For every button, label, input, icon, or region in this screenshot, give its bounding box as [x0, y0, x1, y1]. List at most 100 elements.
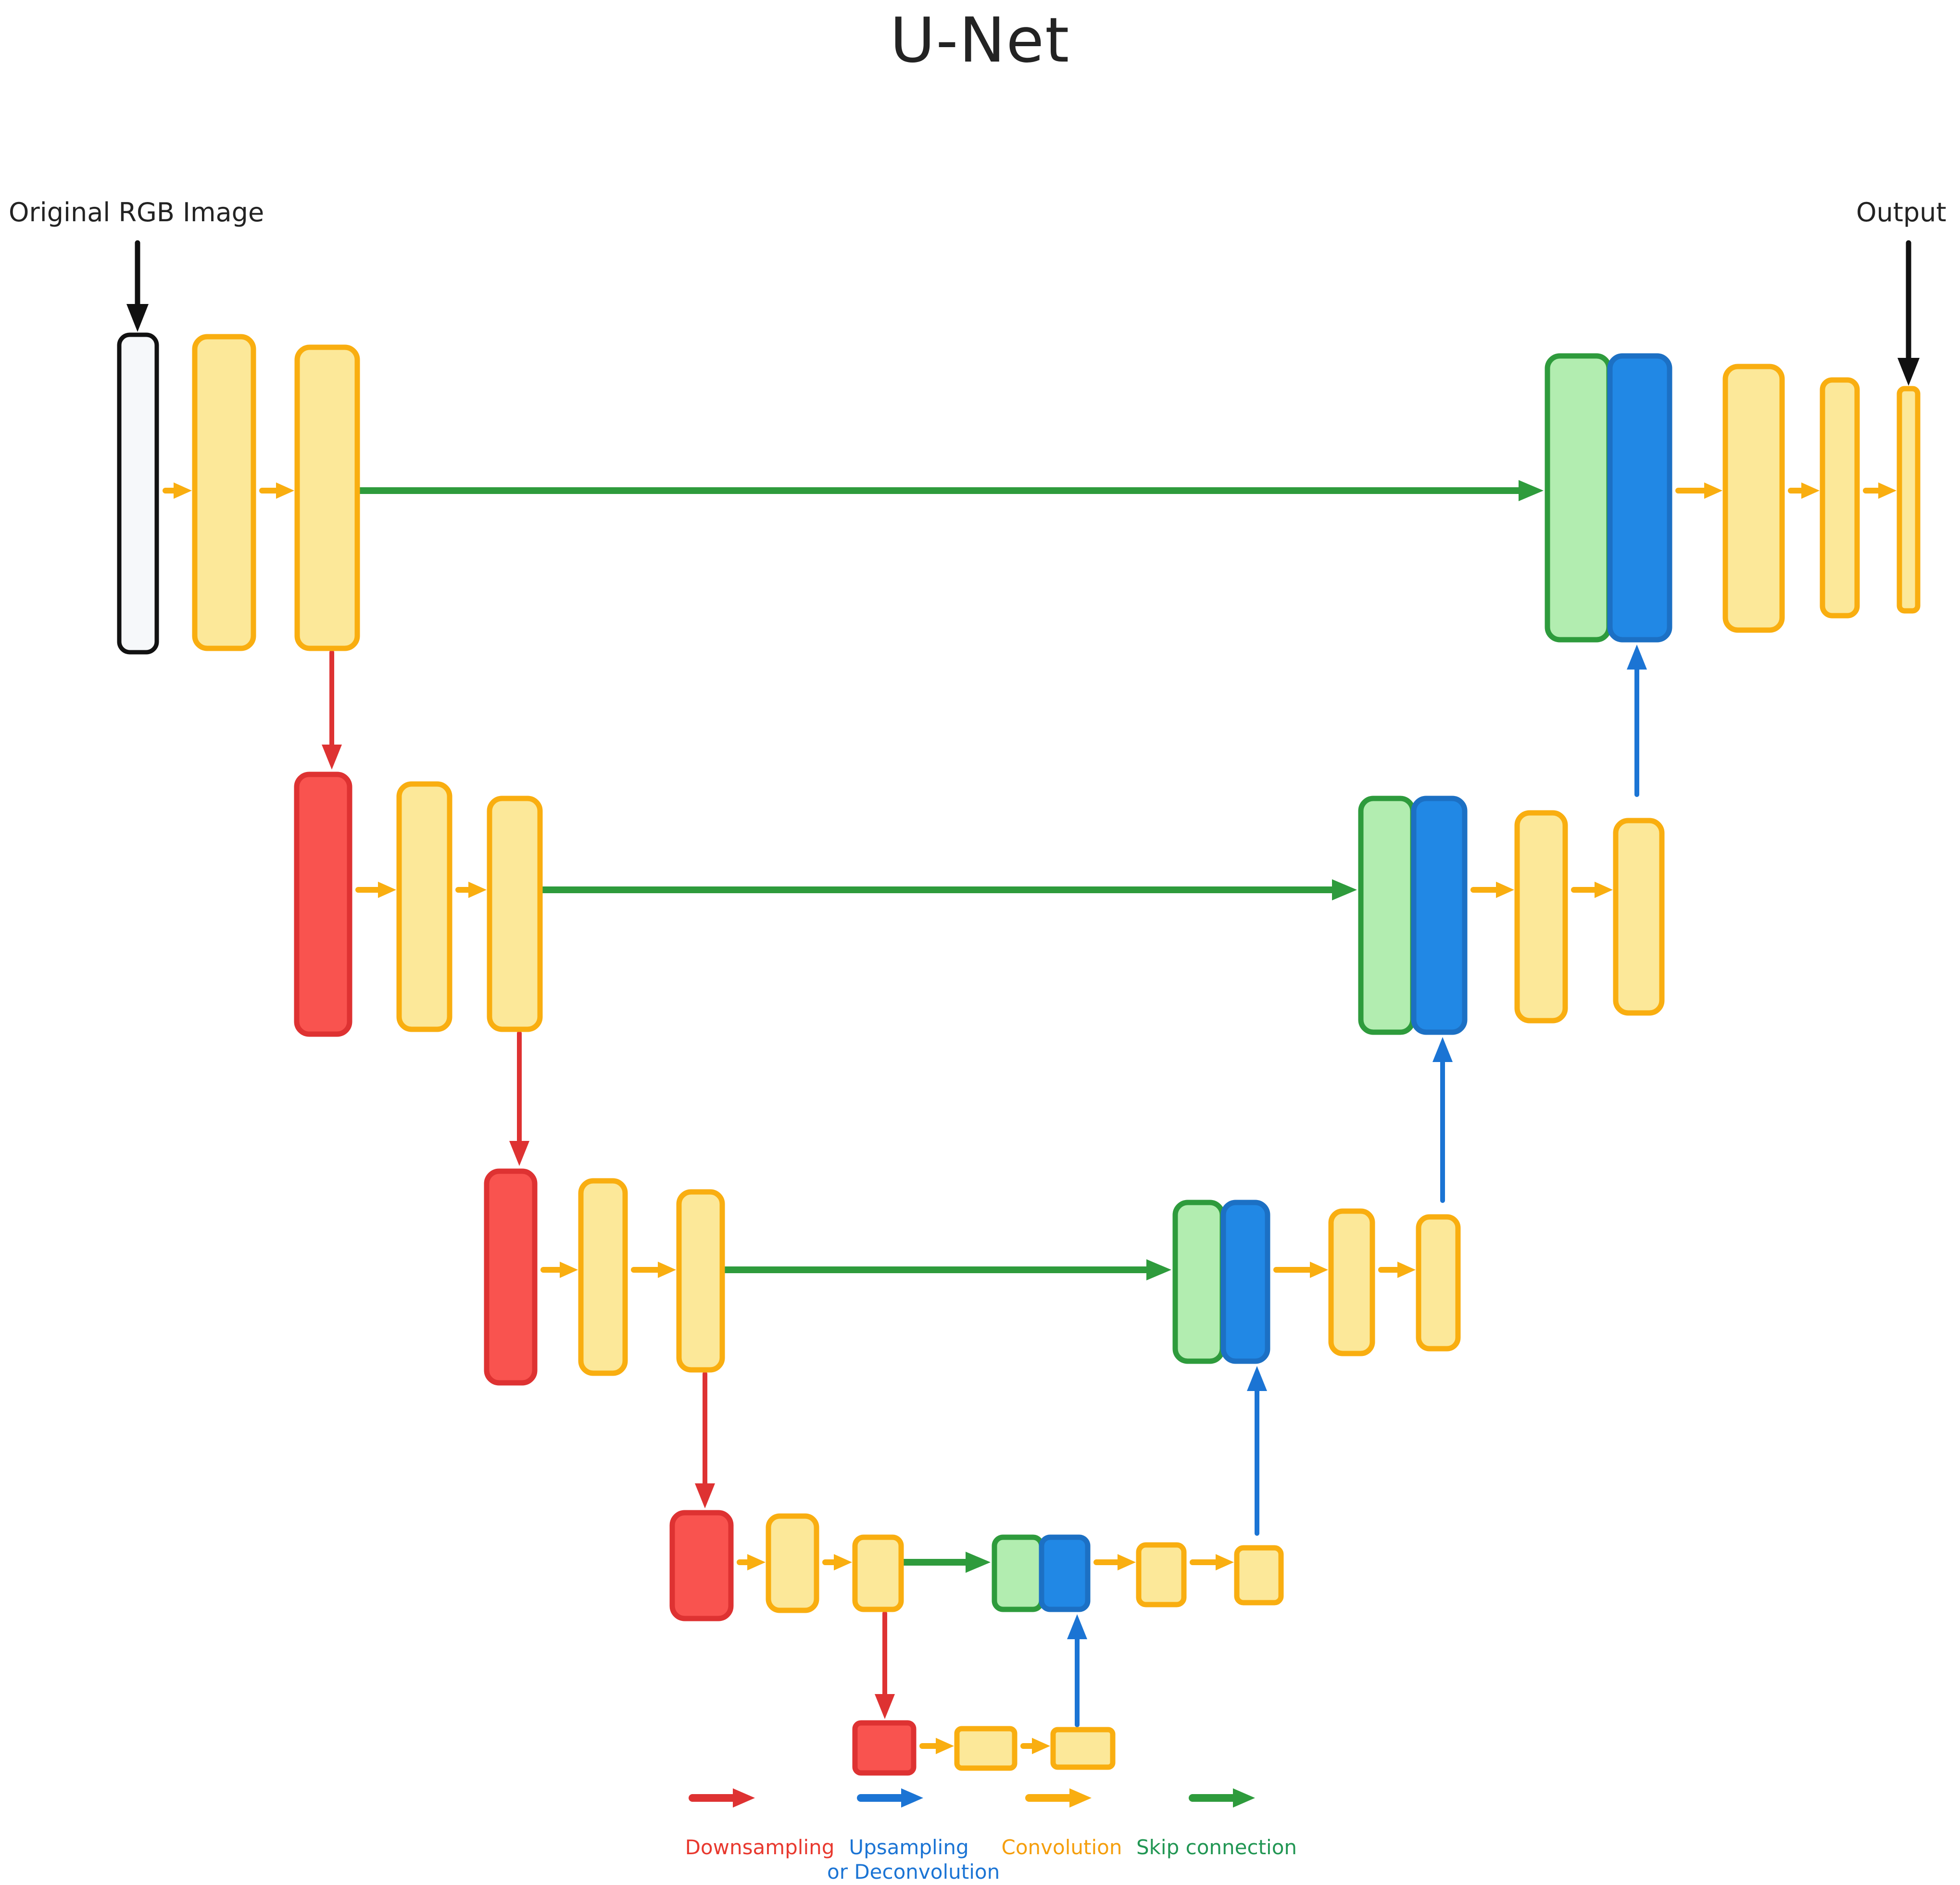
legend-label-upsampling: Upsampling or Deconvolution — [827, 1835, 1000, 1884]
convolution-arrow — [1675, 482, 1722, 499]
convolution-arrow — [163, 482, 192, 499]
upsampling-arrow-head — [1627, 645, 1647, 670]
convolution-arrow — [1788, 482, 1820, 499]
input-arrow-head — [126, 304, 149, 332]
convolution-arrow — [822, 1554, 852, 1570]
feature-map-bar[interactable] — [487, 796, 543, 1032]
legend-label-upsampling-line2: or Deconvolution — [827, 1860, 1000, 1884]
upsampling-arrow-head — [1247, 1366, 1267, 1391]
convolution-arrow — [455, 882, 487, 898]
feature-map-bar[interactable] — [1050, 1727, 1116, 1770]
skip-arrow-head — [1519, 480, 1544, 501]
feature-map-bar[interactable] — [676, 1189, 725, 1373]
downsampling-arrow — [875, 1611, 895, 1719]
upsampling-arrow-head — [1067, 1614, 1087, 1639]
legend-label-skip-connection: Skip connection — [1136, 1835, 1297, 1859]
downsampling-arrow-head — [695, 1483, 715, 1508]
feature-map-bar[interactable] — [396, 781, 452, 1032]
conv-arrow-head — [174, 482, 192, 499]
legend-label-upsampling-line1: Upsampling — [849, 1835, 969, 1859]
downsampling-arrow-head — [875, 1694, 895, 1719]
conv-arrow-head — [1595, 882, 1613, 898]
downsampling-arrow — [322, 650, 342, 770]
skip-connection-arrow — [354, 480, 1544, 501]
downsampling-arrow-head — [509, 1141, 529, 1166]
skip-arrow-head — [1146, 1259, 1171, 1280]
conv-arrow-head — [1801, 482, 1820, 499]
feature-map-bar[interactable] — [766, 1513, 819, 1613]
legend-arrow-convolution-head — [1069, 1788, 1092, 1808]
upsampling-arrow — [1432, 1037, 1453, 1203]
legend-arrow-skip-connection — [1189, 1788, 1255, 1808]
convolution-arrow — [1571, 882, 1613, 898]
downsample-bar[interactable] — [852, 1720, 917, 1776]
legend-arrow-downsampling-head — [733, 1788, 755, 1808]
convolution-arrow — [540, 1262, 578, 1278]
feature-map-bar[interactable] — [578, 1178, 628, 1376]
convolution-arrow — [1378, 1262, 1416, 1278]
upsampling-arrow-head — [1432, 1037, 1453, 1062]
skip-feature-bar[interactable] — [992, 1534, 1044, 1612]
legend-label-convolution: Convolution — [1001, 1835, 1122, 1859]
conv-arrow-head — [1118, 1554, 1136, 1570]
skip-arrow-head — [1332, 879, 1357, 900]
feature-map-bar[interactable] — [1820, 377, 1860, 619]
upsampling-arrow — [1247, 1366, 1267, 1536]
conv-arrow-head — [1496, 882, 1514, 898]
conv-arrow-head — [1397, 1262, 1416, 1278]
convolution-arrow — [1190, 1554, 1234, 1570]
convolution-arrow — [1863, 482, 1897, 499]
feature-map-bar[interactable] — [1897, 386, 1921, 614]
downsample-bar[interactable] — [484, 1168, 538, 1386]
output-label: Output — [1856, 197, 1947, 228]
skip-feature-bar[interactable] — [1172, 1200, 1225, 1364]
skip-feature-bar[interactable] — [1545, 353, 1612, 643]
feature-map-bar[interactable] — [954, 1726, 1018, 1771]
conv-arrow-head — [658, 1262, 676, 1278]
upsample-bar[interactable] — [1411, 796, 1468, 1035]
convolution-arrow — [737, 1554, 766, 1570]
feature-map-bar[interactable] — [192, 334, 256, 651]
downsampling-arrow — [509, 1031, 529, 1166]
conv-arrow-head — [1032, 1738, 1050, 1754]
feature-map-bar[interactable] — [1514, 810, 1568, 1024]
feature-map-bar[interactable] — [852, 1534, 904, 1612]
upsampling-arrow — [1627, 645, 1647, 797]
conv-arrow-head — [276, 482, 294, 499]
convolution-arrow — [1470, 882, 1514, 898]
upsample-bar[interactable] — [1039, 1534, 1091, 1612]
conv-arrow-head — [1310, 1262, 1328, 1278]
conv-arrow-head — [1704, 482, 1722, 499]
feature-map-bar[interactable] — [294, 344, 360, 651]
feature-map-bar[interactable] — [1613, 818, 1665, 1016]
feature-map-bar[interactable] — [1136, 1542, 1187, 1607]
feature-map-bar[interactable] — [1234, 1545, 1284, 1606]
legend-arrow-upsampling-head — [901, 1788, 923, 1808]
downsampling-arrow-head — [322, 745, 342, 770]
conv-arrow-head — [1216, 1554, 1234, 1570]
input-image-bar[interactable] — [117, 332, 159, 655]
feature-map-bar[interactable] — [1328, 1208, 1375, 1356]
downsample-bar[interactable] — [294, 772, 352, 1037]
skip-feature-bar[interactable] — [1358, 796, 1416, 1035]
convolution-arrow — [1093, 1554, 1136, 1570]
skip-connection-arrow — [898, 1552, 991, 1573]
output-arrow — [1897, 240, 1920, 386]
convolution-arrow — [1020, 1738, 1050, 1754]
legend-arrow-convolution — [1025, 1788, 1092, 1808]
upsample-bar[interactable] — [1220, 1200, 1270, 1364]
conv-arrow-head — [936, 1738, 954, 1754]
input-arrow — [126, 240, 149, 332]
upsampling-arrow — [1067, 1614, 1087, 1727]
convolution-arrow — [259, 482, 294, 499]
conv-arrow-head — [468, 882, 487, 898]
downsample-bar[interactable] — [669, 1510, 734, 1621]
convolution-arrow — [1273, 1262, 1328, 1278]
feature-map-bar[interactable] — [1722, 364, 1785, 633]
conv-arrow-head — [560, 1262, 578, 1278]
conv-arrow-head — [834, 1554, 852, 1570]
convolution-arrow — [919, 1738, 954, 1754]
feature-map-bar[interactable] — [1416, 1214, 1461, 1352]
conv-arrow-head — [1878, 482, 1897, 499]
upsample-bar[interactable] — [1607, 353, 1672, 643]
